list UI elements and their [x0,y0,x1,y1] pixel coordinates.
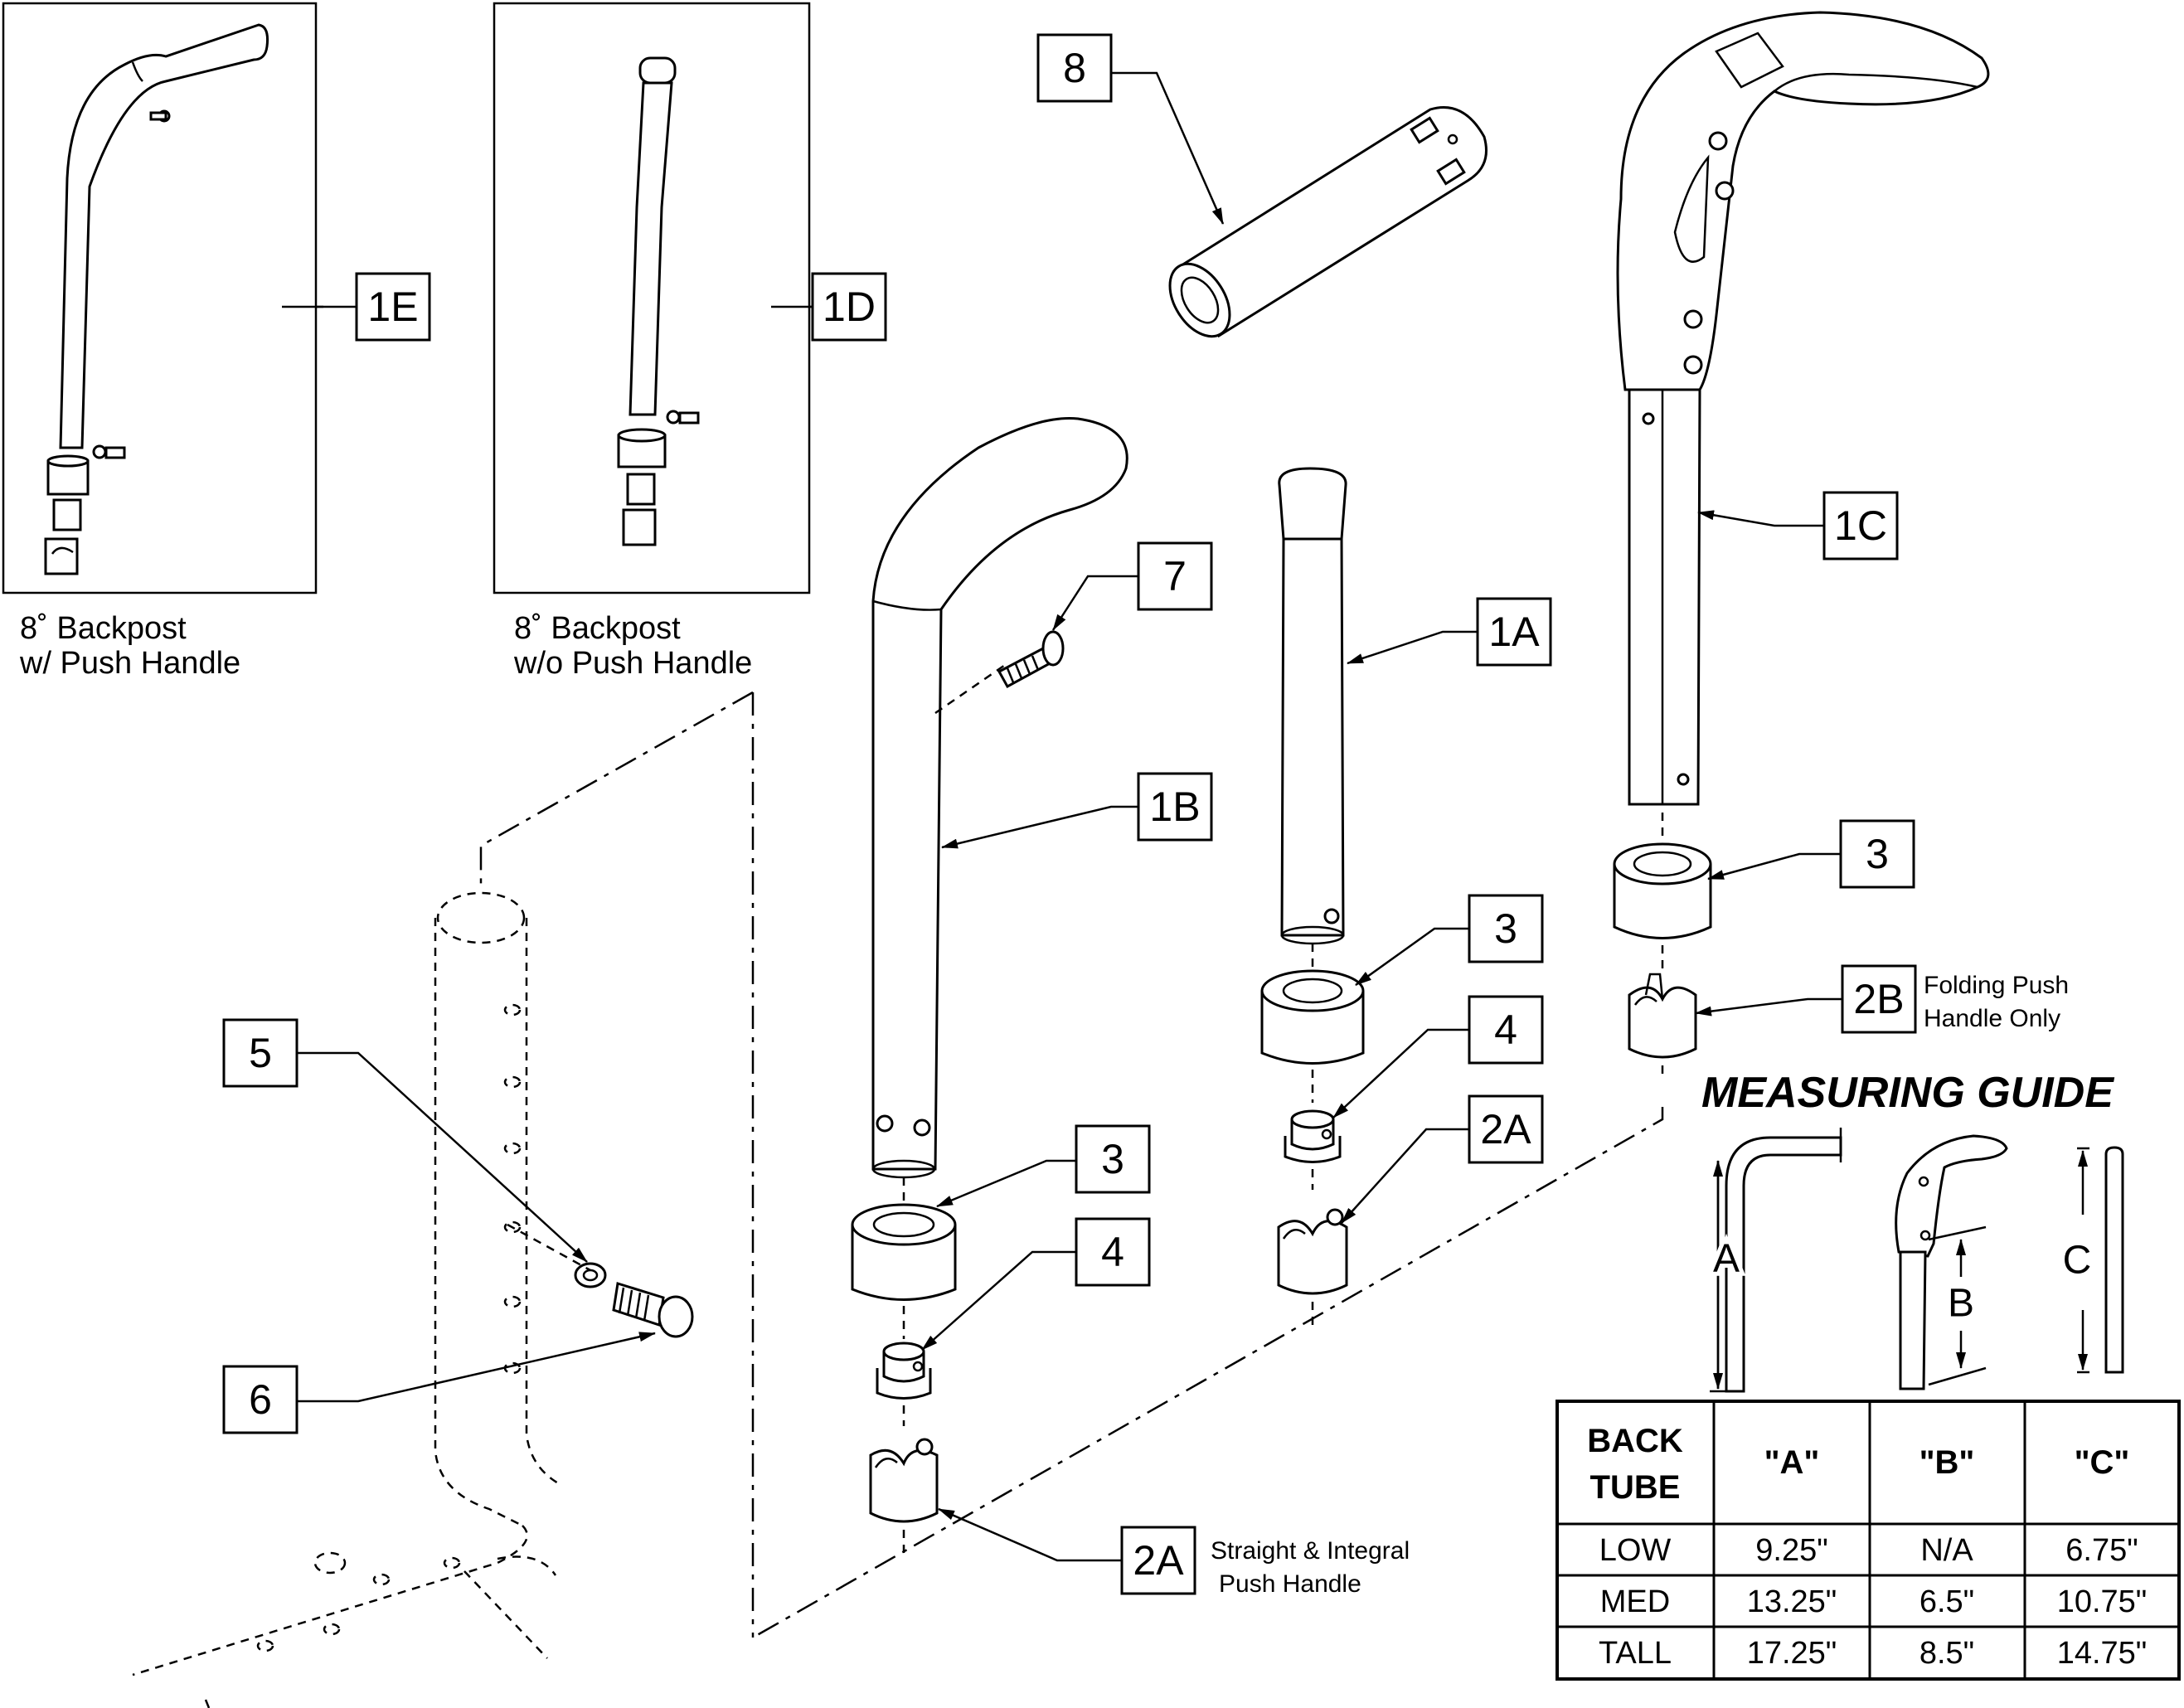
table-cell-c: 6.75" [2065,1533,2138,1568]
note-straight-line1: Straight & Integral [1211,1537,1410,1565]
seat-frame-holes [256,1003,522,1652]
table-cell-b: 6.5" [1919,1584,1974,1619]
guide-tube-b: B [1895,1134,2008,1390]
callout-3-1B: 3 [1075,1124,1151,1194]
bushing-part-3-1A [1260,969,1365,1065]
dim-label-a: A [1713,1237,1740,1281]
callout-1D: 1D [811,272,887,342]
table-cell-c: 14.75" [2057,1636,2148,1671]
note-folding-line2: Handle Only [1924,1005,2060,1032]
callout-1B-label: 1B [1149,784,1200,830]
callout-6: 6 [222,1365,298,1434]
table-cell-tube: LOW [1599,1533,1672,1568]
table-header-b: "B" [1919,1444,1975,1481]
washer-part-5 [574,1262,607,1288]
callout-2B: 2B [1841,964,1917,1034]
callout-1C: 1C [1822,491,1899,560]
guide-tube-c: C [2063,1146,2124,1374]
table-row: TALL 17.25" 8.5" 14.75" [1599,1636,2147,1671]
callout-1B: 1B [1137,772,1213,842]
clip-part-2B [1628,973,1697,1059]
table-header-a: "A" [1764,1444,1820,1481]
guide-tube-a: A [1709,1128,1842,1393]
screw-part-7 [997,630,1065,689]
table-row: LOW 9.25" N/A 6.75" [1599,1533,2138,1568]
callout-3-1C: 3 [1839,819,1915,889]
dim-label-b: B [1948,1282,1974,1326]
callout-4-1A: 4 [1468,995,1544,1065]
insert-part-4-1B [876,1342,932,1400]
table-cell-tube: MED [1600,1584,1670,1619]
callout-5-label: 5 [249,1030,272,1076]
callout-8: 8 [1036,33,1113,103]
callout-3-1A: 3 [1468,894,1544,963]
callout-2A-1A: 2A [1468,1094,1544,1164]
clip-part-2A-1A [1277,1208,1348,1295]
callout-1A: 1A [1476,597,1552,667]
callout-3-1B-label: 3 [1101,1136,1124,1182]
inset-1D-caption-line2: w/o Push Handle [513,646,752,681]
callout-4-1B: 4 [1075,1217,1151,1287]
callout-7-label: 7 [1163,553,1187,599]
measuring-guide: MEASURING GUIDE A B [1555,1069,2181,1681]
seat-frame-outline [132,891,561,1708]
measuring-guide-title: MEASURING GUIDE [1701,1069,2114,1117]
callout-1E: 1E [355,272,431,342]
table-header-c: "C" [2075,1444,2130,1481]
callout-2B-label: 2B [1853,976,1904,1022]
bushing-part-3-1C [1613,842,1712,939]
callout-6-label: 6 [249,1376,272,1423]
inset-1E-caption-line2: w/ Push Handle [19,646,240,681]
clip-part-2A-1B [869,1438,939,1523]
straight-tube-part-1A [1278,467,1347,945]
folding-push-handle-part-1C [1616,11,1990,806]
table-cell-b: N/A [1920,1533,1973,1568]
callout-8-label: 8 [1063,45,1086,91]
inset-1E-caption-line1: 8˚ Backpost [20,611,187,646]
insert-part-4-1A [1284,1109,1342,1163]
table-header-back-line1: BACK [1587,1423,1683,1459]
table-cell-a: 17.25" [1747,1636,1837,1671]
callout-3-1A-label: 3 [1494,905,1517,952]
callout-4-1A-label: 4 [1494,1007,1517,1053]
callout-2A-1B-label: 2A [1133,1537,1184,1584]
table-cell-tube: TALL [1599,1636,1672,1671]
note-folding-line1: Folding Push [1924,972,2069,999]
table-cell-a: 13.25" [1747,1584,1837,1619]
push-handle-tube-part-1B [871,416,1128,1179]
callout-1D-label: 1D [823,284,876,330]
bolt-part-6 [612,1282,694,1338]
callout-7: 7 [1137,541,1213,611]
callout-3-1C-label: 3 [1866,831,1889,877]
callout-2A-1B: 2A [1120,1526,1196,1595]
measurement-table: BACK TUBE "A" "B" "C" LOW 9.25" N/A 6.75… [1555,1400,2181,1681]
inset-backpost-without-push-handle [493,2,811,594]
callout-1A-label: 1A [1488,609,1540,655]
callout-2A-1A-label: 2A [1480,1106,1531,1152]
callout-5: 5 [222,1018,298,1088]
table-row: MED 13.25" 6.5" 10.75" [1600,1584,2148,1619]
bushing-part-3-1B [851,1203,957,1301]
grip-tube-part-8 [1168,105,1488,338]
note-straight-line2: Push Handle [1219,1570,1361,1598]
table-cell-c: 10.75" [2057,1584,2148,1619]
inset-1D-caption-line1: 8˚ Backpost [514,611,681,646]
table-cell-b: 8.5" [1919,1636,1974,1671]
callout-1E-label: 1E [367,284,418,330]
callout-1C-label: 1C [1834,502,1887,549]
callout-4-1B-label: 4 [1101,1229,1124,1275]
dim-label-c: C [2063,1239,2092,1283]
table-header-back-line2: TUBE [1590,1469,1681,1506]
table-cell-a: 9.25" [1755,1533,1827,1568]
inset-backpost-with-push-handle [2,2,318,594]
